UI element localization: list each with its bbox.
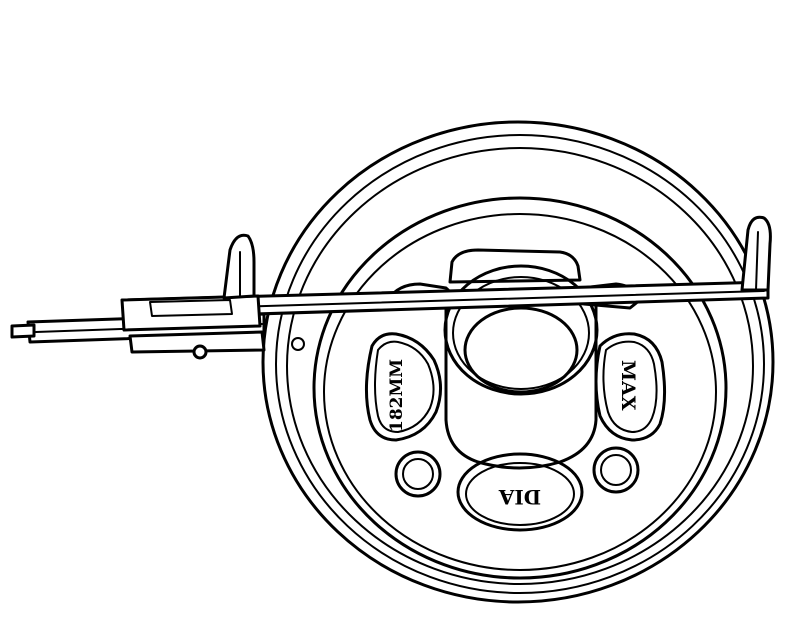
drum-outer-rim-inner-edge: [275, 134, 765, 594]
brake-drum: [261, 120, 775, 604]
right-pad: [594, 332, 667, 442]
vernier-caliper: [10, 215, 772, 360]
drum-face-outer: [312, 196, 728, 580]
hub-top-rim: [452, 276, 590, 390]
right-pad-inner: [602, 340, 658, 433]
hub-bore: [463, 306, 579, 394]
caliper-thumb-screw: [192, 344, 208, 360]
bottom-oval-pad-inner: [465, 462, 575, 526]
label-max: MAX: [617, 360, 639, 411]
drum-outer-rim: [261, 120, 775, 604]
label-dia: DIA: [498, 485, 541, 509]
bottom-oval-pad: [456, 452, 584, 532]
caliper-slider-window: [149, 299, 233, 317]
drum-small-hole: [291, 337, 305, 351]
caliper-right-jaw: [740, 215, 772, 292]
hub-top-tab: [448, 248, 582, 284]
hub-cylinder-body: [444, 298, 598, 470]
drum-face-inner: [323, 213, 717, 571]
drum-rim-step: [286, 147, 754, 585]
left-pad-inner: [374, 340, 435, 433]
caliper-depth-rod: [10, 323, 36, 339]
lower-right-bolt-hole: [592, 446, 640, 494]
caliper-slider: [120, 294, 262, 332]
lower-left-bolt-hole: [394, 450, 442, 498]
left-pad: [364, 332, 442, 442]
caliper-slider-lower: [128, 330, 266, 354]
hub-top-outer: [443, 264, 599, 396]
label-182mm: 182MM: [387, 359, 407, 432]
